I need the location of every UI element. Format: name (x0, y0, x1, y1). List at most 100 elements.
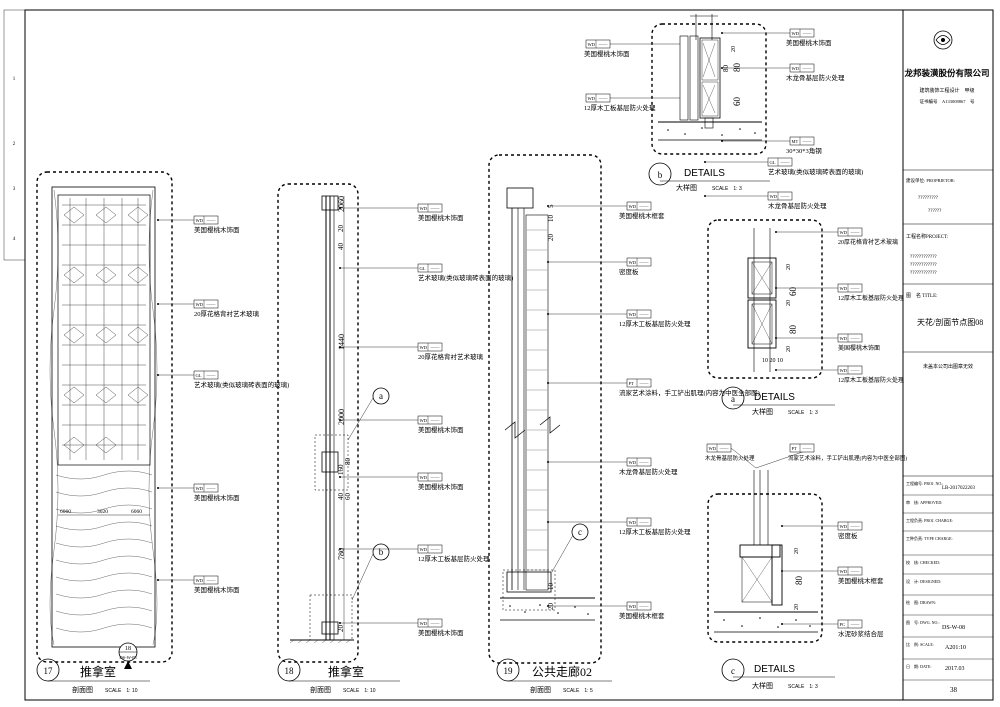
dimension-label: 40 (337, 243, 345, 251)
dimension-label: 80 (732, 63, 742, 73)
material-code: WD (629, 204, 637, 209)
dimension-label: 40 (337, 493, 345, 501)
material-callout: PC——水泥砂浆结合层 (781, 619, 884, 638)
dimension-label: 2000 (337, 409, 346, 425)
material-tag-box (417, 472, 443, 482)
material-code-number: —— (430, 265, 441, 270)
material-tag-box (837, 566, 863, 576)
material-note: 12厚木工板基层防火处理 (418, 554, 490, 563)
material-code-number: —— (206, 372, 217, 377)
dimension-label: 20 (337, 225, 345, 233)
leader-dot (721, 32, 723, 34)
svg-text:公共走廊02: 公共走廊02 (532, 664, 592, 679)
section-ref-sheet: DS-W-08 (119, 655, 137, 660)
leader-dot (775, 287, 777, 289)
material-code: WD (196, 578, 204, 583)
dimension-label: 20 (794, 548, 800, 554)
material-note: 12厚木工板基层防火处理 (838, 376, 904, 384)
material-note: 艺术玻璃(类似玻璃砖表面的玻璃) (418, 273, 513, 282)
dimension-label: 80 (722, 65, 730, 73)
material-note: 流家艺术涂料，手工铲出肌理(内容为中医全部图) (619, 388, 760, 397)
leader-dot (157, 219, 159, 221)
leader-dot (339, 346, 341, 348)
project-value: ???????????? (910, 255, 937, 260)
leader-dot (775, 337, 777, 339)
material-code: WD (420, 418, 428, 423)
material-code: WD (420, 547, 428, 552)
svg-text:剖面图: 剖面图 (530, 685, 551, 694)
material-tag-box (193, 483, 219, 493)
material-code-number: —— (430, 344, 441, 349)
material-code-number: —— (850, 285, 861, 290)
material-tag-box (837, 333, 863, 343)
material-code: MT (792, 139, 799, 144)
dimension-label: 60 (788, 287, 798, 297)
material-tag-box (837, 365, 863, 375)
dimension-label: 20 (547, 603, 555, 611)
material-code-number: —— (802, 445, 813, 450)
svg-text:SCALE 1: 3: SCALE 1: 3 (712, 186, 742, 192)
material-tag-box (417, 342, 443, 352)
material-code: GL (770, 160, 776, 165)
leader-dot (547, 382, 549, 384)
material-note: 20厚花格背衬艺术玻璃 (838, 238, 898, 246)
material-callout: WD——12厚木工板基层防火处理 (547, 517, 691, 536)
material-note: 美国樱桃木饰面 (838, 344, 880, 352)
dimension-label: 60 (344, 493, 352, 501)
material-tag-box (585, 39, 611, 49)
cert-number: 证书编号 A133008867 号 (920, 98, 975, 105)
type-charge-label: 工种负责: TYPE CHARGE: (906, 535, 953, 541)
material-callout: WD——美国樱桃木饰面 (339, 203, 464, 222)
dimension-label: 80 (788, 325, 798, 335)
leader-dot (775, 231, 777, 233)
drawn-label: 绘 图: DRAWN: (906, 599, 936, 605)
material-note: 密度板 (619, 267, 639, 276)
material-code: WD (420, 621, 428, 626)
svg-text:b: b (658, 170, 663, 180)
dimension-label: 20 (786, 264, 792, 270)
material-code-number: —— (850, 568, 861, 573)
material-note: 美国樱桃木饰面 (418, 482, 464, 491)
dimension-label: 160 (337, 464, 345, 475)
material-callout: WD——美国樱桃木饰面 (339, 415, 464, 434)
svg-text:DETAILS: DETAILS (754, 392, 795, 403)
material-note: 美国樱桃木饰面 (194, 585, 240, 594)
material-callout: WD——12厚木工板基层防火处理 (584, 93, 680, 112)
material-code-number: —— (430, 205, 441, 210)
leader-dot (547, 521, 549, 523)
material-code-number: —— (850, 229, 861, 234)
material-callout: WD——美国樱桃木框套 (781, 566, 884, 585)
dimension-label: 20 (731, 46, 737, 52)
material-code: WD (629, 260, 637, 265)
material-code: PT (629, 381, 635, 386)
material-callout: PT——流家艺术涂料，手工铲出肌理(内容为中医全部图) (755, 443, 907, 469)
material-callout: WD——密度板 (547, 257, 652, 276)
material-code: WD (840, 569, 848, 574)
material-tag-box (417, 203, 443, 213)
scale-value: A201:10 (945, 645, 966, 651)
material-code-number: —— (719, 445, 730, 450)
detail-c-label: c DETAILS 大样图 SCALE 1: 3 (721, 658, 835, 690)
leader-dot (157, 579, 159, 581)
svg-text:c: c (731, 666, 735, 676)
title-block: 龙邦装潢股份有限公司 建筑装饰工程设计 甲级 证书编号 A133008867 号… (902, 10, 993, 700)
material-note: 美国樱桃木饰面 (194, 225, 240, 234)
section-17: 6060 3020 6060 18 DS-W-08 (36, 171, 173, 669)
svg-text:SCALE 1: 3: SCALE 1: 3 (788, 410, 818, 416)
svg-text:17: 17 (44, 666, 54, 676)
leader-dot (781, 525, 783, 527)
detail-b: 20 80 80 60 (651, 14, 767, 155)
material-tag-box (789, 28, 815, 38)
section-18-frame (277, 183, 359, 663)
material-code-number: —— (780, 159, 791, 164)
material-callout: WD——12厚木工板基层防火处理 (775, 365, 904, 384)
material-callout: GL——艺术玻璃(类似玻璃砖表面的玻璃) (157, 370, 289, 389)
svg-text:SCALE 1: 5: SCALE 1: 5 (563, 688, 593, 694)
dimension-label: 10 (547, 215, 555, 223)
material-code: WD (588, 96, 596, 101)
margin-mark: 3 (13, 187, 16, 192)
material-code: WD (840, 524, 848, 529)
material-code-number: —— (802, 30, 813, 35)
material-tag-box (626, 257, 652, 267)
material-tag-box (193, 299, 219, 309)
